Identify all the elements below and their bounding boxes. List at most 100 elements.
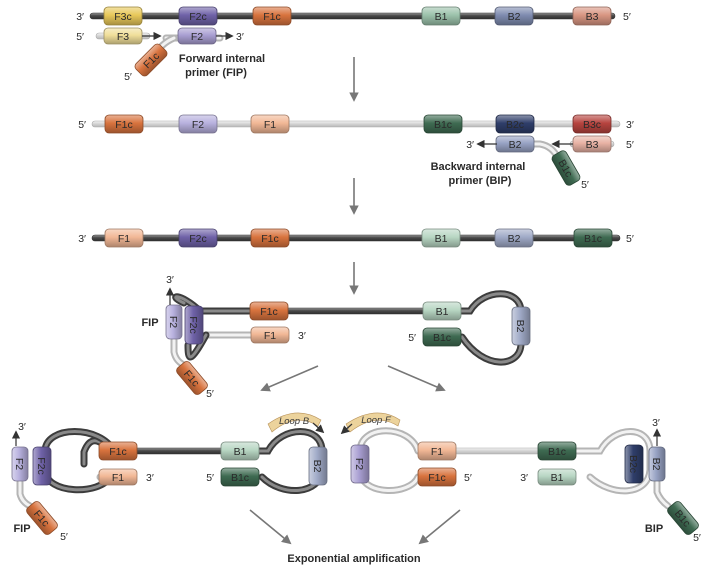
row1-F3c: F3c — [103, 6, 143, 26]
row3-B2: B2 — [494, 228, 534, 248]
row4-F1c: F1c — [249, 301, 289, 321]
row5L-B1-body — [220, 441, 260, 461]
row5R-F1c-5prime: 5′ — [464, 472, 472, 484]
row4-F1c-label: F1c — [260, 306, 278, 318]
row5R-BIP-B1c-body — [667, 501, 699, 535]
row4-F1-3prime: 3′ — [298, 330, 306, 342]
row2-BIP-5prime: 5′ — [581, 179, 589, 191]
row1-F1c: F1c — [252, 6, 292, 26]
text-layer: 3′ 5′ 5′ 3′ 5′ Forward internal primer (FIP) 5′… — [13, 11, 700, 565]
row3-B1c: B1c — [573, 228, 613, 248]
row2-B3c-label: B3c — [583, 119, 601, 131]
row4-F2c: F2c — [184, 305, 204, 345]
row2-BIP-B1c-body — [551, 150, 581, 186]
row1-F3c-label: F3c — [114, 11, 132, 23]
row4-FIP-F1c-body — [176, 361, 208, 395]
row3-F1: F1 — [104, 228, 144, 248]
row5R-F1c-label: F1c — [428, 472, 446, 484]
row1-F1c-body — [252, 6, 292, 26]
row5L-B2: B2 — [308, 446, 328, 486]
row2-BIP-B2-label: B2 — [509, 139, 522, 151]
row2-B3-label: B3 — [586, 139, 599, 151]
row3-F2c-body — [178, 228, 218, 248]
row1-FIP-F2: F2 — [177, 27, 217, 45]
row1-F3-5prime: 5′ — [76, 31, 84, 43]
row3-F1c-body — [250, 228, 290, 248]
row5R-B1-3prime: 3′ — [520, 472, 528, 484]
row2-B2c-label: B2c — [506, 119, 524, 131]
row5L-FIP-5prime: 5′ — [60, 531, 68, 543]
row5R-F2-label: F2 — [353, 458, 365, 470]
loop-f-label: Loop F — [361, 415, 392, 426]
row3-B1c-label: B1c — [584, 233, 602, 245]
row5R-F1c: F1c — [417, 467, 457, 487]
row4-FIP-F2-body — [165, 304, 183, 340]
strands-layer — [16, 12, 672, 510]
arrow-final-left — [249, 509, 292, 545]
fip-caption-line2: primer (FIP) — [185, 67, 247, 79]
row2-B3c: B3c — [572, 114, 612, 134]
row5R-B1-label: B1 — [551, 472, 564, 484]
row5R-BIP-B2: B2 — [648, 446, 666, 482]
row4-B1-body — [422, 301, 462, 321]
row4-F1-body — [250, 326, 290, 344]
row1-B1-body — [421, 6, 461, 26]
row3-F1-label: F1 — [118, 233, 130, 245]
row1-FIP-F1c: F1c — [134, 43, 168, 77]
row4-FIP-F2-label: F2 — [167, 316, 179, 328]
row5R-BIP-link-inner — [655, 480, 670, 508]
row5L-F2c-body — [32, 446, 52, 486]
row4-F1c-body — [249, 301, 289, 321]
row2-F1: F1 — [250, 114, 290, 134]
row1-F2c-label: F2c — [189, 11, 207, 23]
row4-B1c-body — [422, 327, 462, 347]
row2-B3: B3 — [572, 135, 612, 153]
row5L-F1c-label: F1c — [109, 446, 127, 458]
row5R-bip-label: BIP — [645, 523, 663, 535]
row3-F1c-label: F1c — [261, 233, 279, 245]
arrow-final-right — [418, 509, 461, 545]
row5R-F2-body — [350, 444, 370, 484]
row3-F1-body — [104, 228, 144, 248]
row5R-B1-body — [537, 468, 577, 486]
row1-FIP-F1c-body — [134, 43, 168, 77]
exponential-amplification-caption: Exponential amplification — [287, 553, 421, 565]
row1-B3-label: B3 — [586, 11, 599, 23]
row3-B1-label: B1 — [435, 233, 448, 245]
row1-F2c-body — [178, 6, 218, 26]
row2-F2-label: F2 — [192, 119, 204, 131]
row5R-BIP-B2-body — [648, 446, 666, 482]
row4-FIP-F1c: F1c — [176, 361, 208, 395]
row1-F3c-body — [103, 6, 143, 26]
row5L-B2-body — [308, 446, 328, 486]
arrows-layer — [11, 31, 662, 545]
loop-f-tag — [345, 412, 401, 433]
row5L-F1-3prime: 3′ — [146, 472, 154, 484]
row5R-B1c-label: B1c — [548, 446, 566, 458]
row4-B1c-label: B1c — [433, 332, 451, 344]
row4-right-loop-outer — [451, 290, 525, 366]
row4-FIP-5prime: 5′ — [206, 388, 214, 400]
arrow-branch-left — [260, 365, 319, 392]
row5L-FIP-F2-label: F2 — [13, 458, 25, 470]
row3-B2-label: B2 — [508, 233, 521, 245]
row2-3prime: 3′ — [626, 119, 634, 131]
row1-FIP-F2-label: F2 — [191, 31, 203, 43]
row2-B1c: B1c — [423, 114, 463, 134]
row5L-F1c: F1c — [98, 441, 138, 461]
row1-F3: F3 — [103, 27, 143, 45]
row1-F1c-label: F1c — [263, 11, 281, 23]
row1-B2: B2 — [494, 6, 534, 26]
row3-strand — [91, 234, 621, 242]
row2-B2c-body — [495, 114, 535, 134]
row5L-B1: B1 — [220, 441, 260, 461]
row5R-B2c-body — [624, 444, 644, 484]
row2-F1-label: F1 — [264, 119, 276, 131]
row4-B1-label: B1 — [436, 306, 449, 318]
row4-FIP-3prime: 3′ — [166, 274, 174, 286]
row2-BIP-3prime: 3′ — [466, 139, 474, 151]
row1-B3-body — [572, 6, 612, 26]
fip-caption-line1: Forward internal — [179, 53, 265, 65]
row5L-B1c-body — [220, 467, 260, 487]
